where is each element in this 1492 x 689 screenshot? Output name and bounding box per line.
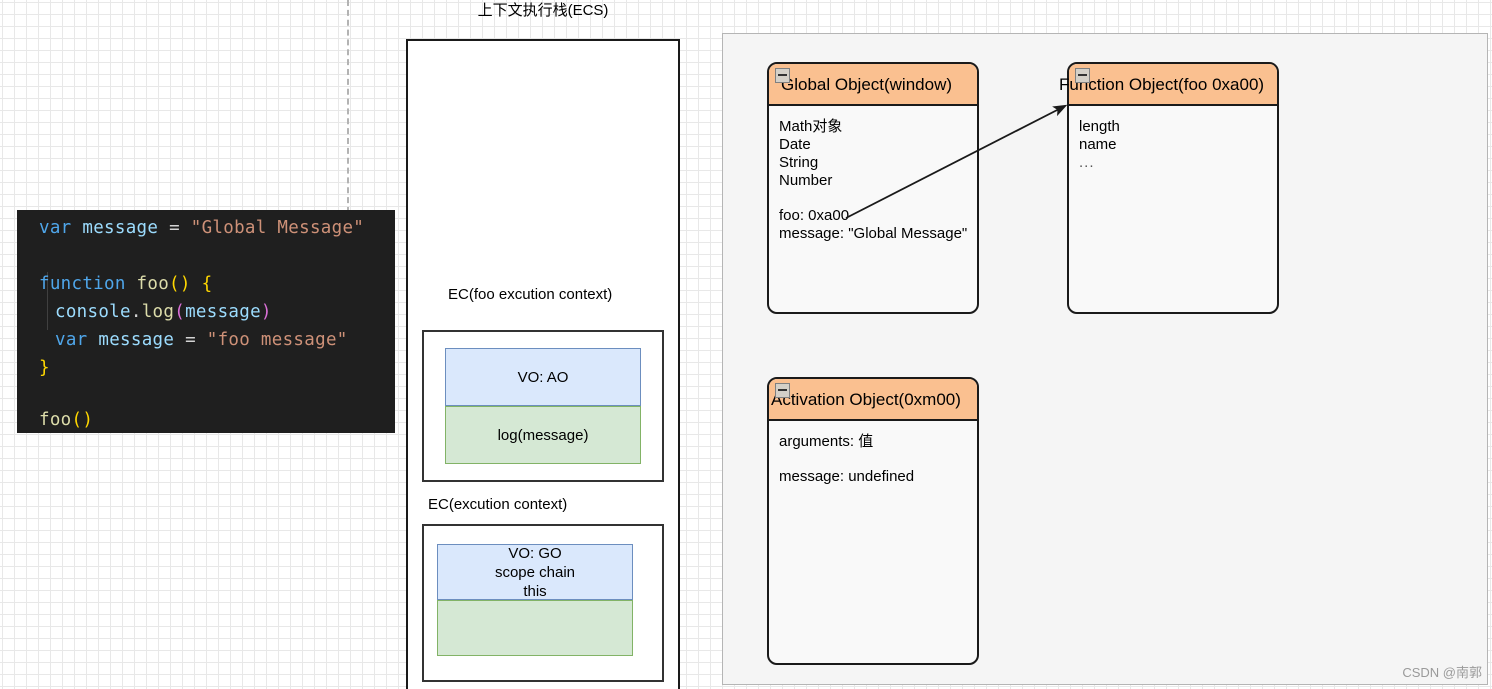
ec-frame-global: VO: GO scope chain this (422, 524, 664, 682)
code-token: foo (136, 274, 170, 294)
code-token: var (55, 330, 88, 350)
code-token: "Global Message" (190, 218, 365, 238)
code-indent-guide (47, 272, 48, 330)
global-object-row: Date (779, 136, 811, 153)
code-line: console.log(message) (55, 298, 272, 326)
csdn-watermark: CSDN @南郭 (1402, 665, 1482, 680)
ec-label-foo: EC(foo excution context) (448, 286, 613, 303)
collapse-minus-icon[interactable] (775, 383, 790, 398)
activation-object-row-arguments: arguments: 值 (779, 433, 874, 450)
function-object-card[interactable]: Function Object(foo 0xa00) length name .… (1059, 62, 1279, 314)
global-object-header[interactable]: Global Object(window) (769, 64, 977, 106)
collapse-minus-icon[interactable] (775, 68, 790, 83)
global-object-title: Global Object(window) (781, 75, 953, 94)
global-object-row-message: message: "Global Message" (779, 225, 968, 242)
code-token: var (39, 218, 72, 238)
code-token: foo (39, 410, 72, 430)
code-token: message (98, 330, 175, 350)
code-token: . (130, 302, 142, 322)
function-object-header[interactable]: Function Object(foo 0xa00) (1059, 64, 1277, 106)
code-token: { (201, 274, 213, 294)
function-object-row: length (1079, 118, 1120, 135)
code-token: () (71, 410, 94, 430)
global-object-row: Math对象 (779, 118, 843, 135)
collapse-minus-icon[interactable] (1075, 68, 1090, 83)
code-line: } (39, 354, 50, 382)
code-token: message (82, 218, 159, 238)
global-object-row: String (779, 154, 819, 171)
code-token: message (185, 302, 261, 322)
vo-go-label-3: this (523, 582, 547, 600)
vo-go-block: VO: GO scope chain this (437, 544, 633, 600)
go-empty-block (437, 600, 633, 656)
function-object-body: length name ... (1069, 106, 1277, 172)
code-token: () (169, 274, 191, 294)
activation-object-title: Activation Object(0xm00) (771, 390, 961, 409)
code-token (72, 218, 83, 238)
code-token: "foo message" (206, 330, 348, 350)
global-object-body: Math对象 Date String Number foo: 0xa00 mes… (769, 106, 977, 243)
ecs-title: 上下文执行栈(ECS) (477, 2, 609, 19)
code-token (180, 218, 191, 238)
code-token: = (185, 330, 196, 350)
dashed-guide-line (347, 0, 349, 213)
code-token: ) (260, 302, 272, 322)
code-token (174, 330, 185, 350)
heap-panel: Global Object(window) Math对象 Date String… (722, 33, 1488, 685)
code-token: } (39, 358, 50, 378)
code-line: function foo() { (39, 270, 212, 298)
activation-object-body: arguments: 值 message: undefined (769, 421, 977, 486)
code-token: log (141, 302, 175, 322)
ao-call-label: log(message) (497, 426, 589, 444)
spacer (779, 190, 977, 207)
code-token (126, 274, 137, 294)
code-token (196, 330, 207, 350)
function-object-ellipsis: ... (1079, 154, 1095, 171)
global-object-card[interactable]: Global Object(window) Math对象 Date String… (767, 62, 979, 314)
global-object-row: Number (779, 172, 833, 189)
code-token: function (39, 274, 126, 294)
ec-label-global: EC(excution context) (428, 496, 568, 513)
code-line: var message = "foo message" (55, 326, 348, 354)
code-token: = (169, 218, 180, 238)
spacer (779, 451, 977, 468)
code-token (88, 330, 99, 350)
activation-object-header[interactable]: Activation Object(0xm00) (769, 379, 977, 421)
vo-go-label-1: VO: GO (508, 544, 562, 562)
function-object-row: name (1079, 136, 1117, 153)
vo-go-label-2: scope chain (494, 563, 576, 581)
activation-object-row-message: message: undefined (779, 468, 915, 485)
code-token: ( (174, 302, 186, 322)
activation-object-card[interactable]: Activation Object(0xm00) arguments: 值 me… (767, 377, 979, 665)
code-line: foo() (39, 406, 93, 434)
code-snippet-block: var message = "Global Message" function … (17, 210, 395, 433)
global-object-row-foo: foo: 0xa00 (779, 207, 850, 224)
code-token (191, 274, 202, 294)
code-line: var message = "Global Message" (39, 214, 364, 242)
ec-frame-foo: VO: AO log(message) (422, 330, 664, 482)
vo-ao-label: VO: AO (517, 368, 569, 386)
code-token: console (55, 302, 131, 322)
function-object-title: Function Object(foo 0xa00) (1059, 75, 1265, 94)
ao-call-block: log(message) (445, 406, 641, 464)
vo-ao-block: VO: AO (445, 348, 641, 406)
code-token (158, 218, 169, 238)
